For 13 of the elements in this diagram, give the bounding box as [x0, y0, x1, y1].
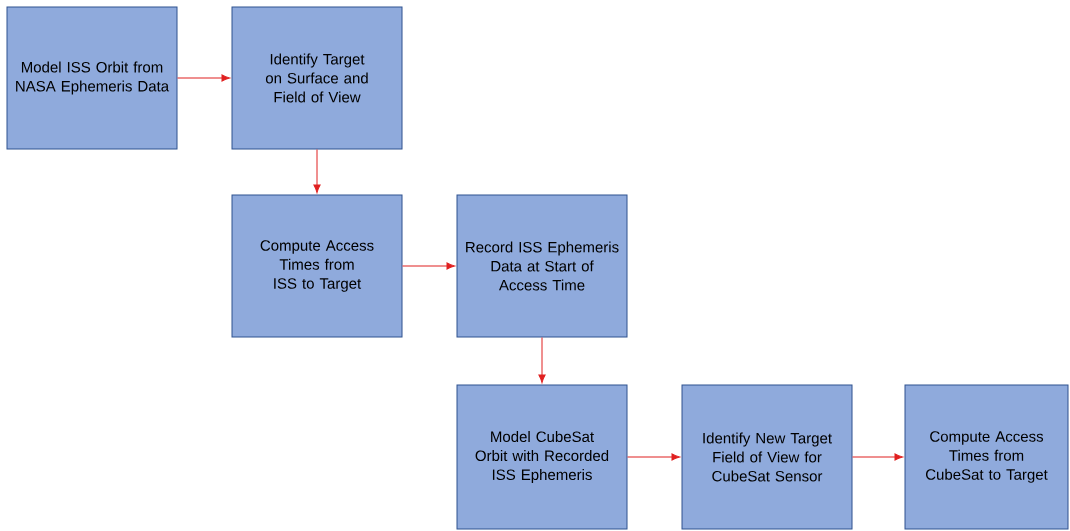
process-box: Model CubeSat Orbit with Recorded ISS Ephemeris [456, 384, 628, 530]
arrow [402, 262, 456, 270]
process-box: Compute Access Times from CubeSat to Target [904, 384, 1069, 530]
arrow [177, 74, 231, 82]
arrow [313, 149, 321, 194]
arrow [852, 453, 904, 461]
process-box: Identify Target on Surface and Field of View [231, 6, 403, 150]
process-box: Record ISS Ephemeris Data at Start of Access Time [456, 194, 628, 338]
process-box: Compute Access Times from ISS to Target [231, 194, 403, 338]
arrow [627, 453, 681, 461]
process-box: Identify New Target Field of View for CubeSat Sensor [681, 384, 853, 530]
arrow [538, 337, 546, 384]
process-box: Model ISS Orbit from NASA Ephemeris Data [6, 6, 178, 150]
